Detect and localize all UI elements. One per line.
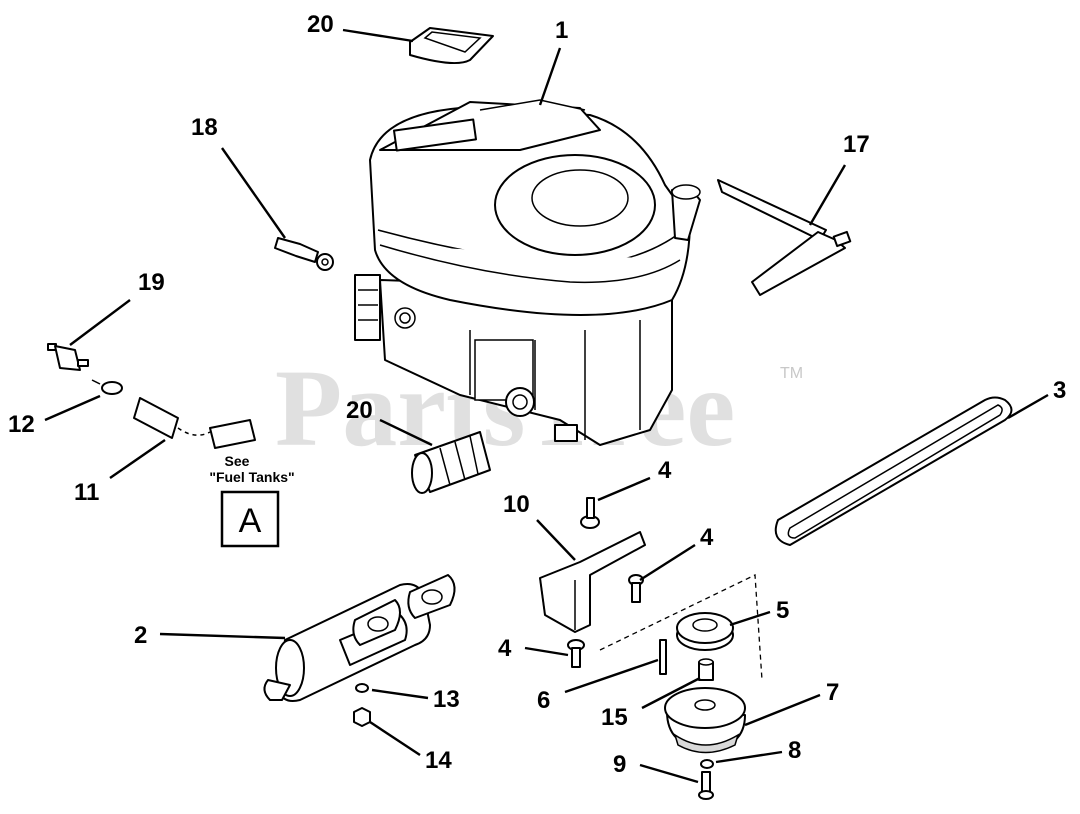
pulley-part[interactable] (676, 612, 734, 651)
callout-1-number[interactable]: 1 (555, 17, 568, 44)
callout-15-leader (641, 676, 701, 710)
callout-4a-leader (597, 476, 651, 502)
dipstick-tube-part[interactable] (717, 179, 852, 296)
reference-see-label: See (225, 453, 250, 469)
callout-7-number[interactable]: 7 (826, 679, 839, 706)
spark-plug-part[interactable] (274, 237, 334, 271)
reference-letter: A (239, 502, 262, 540)
callout-7-leader (744, 693, 821, 727)
callout-2-number[interactable]: 2 (134, 622, 147, 649)
screw-middle-part[interactable] (628, 574, 644, 603)
washer-part[interactable] (700, 759, 714, 769)
screw-lower-part[interactable] (567, 639, 585, 668)
callout-17-leader (221, 147, 286, 239)
watermark-tm: TM (780, 365, 803, 382)
callout-19-leader (379, 418, 433, 447)
callout-4c-number[interactable]: 4 (498, 635, 512, 662)
fuel-tanks-reference[interactable]: See "Fuel Tanks" A (209, 453, 295, 548)
oil-filter-part[interactable] (411, 431, 491, 494)
lock-washer-part[interactable] (355, 683, 369, 693)
callout-2-leader (159, 632, 286, 640)
hose-clamp-part[interactable] (91, 379, 123, 395)
callout-18-number[interactable]: 19 (138, 269, 165, 296)
callout-16-leader (808, 164, 847, 226)
muffler-part[interactable] (263, 574, 456, 702)
belt-part[interactable] (774, 396, 1013, 546)
engine-part[interactable] (354, 99, 701, 446)
callout-13-number[interactable]: 13 (433, 686, 460, 713)
fuel-hose-part[interactable] (133, 397, 256, 449)
reference-box (220, 490, 280, 548)
callout-1-leader (538, 47, 562, 106)
callout-5-number[interactable]: 5 (776, 597, 789, 624)
assembly-guide-lines (599, 573, 763, 681)
callout-4a-number[interactable]: 4 (658, 457, 672, 484)
callout-3-number[interactable]: 3 (1053, 377, 1066, 404)
callout-8-number[interactable]: 8 (788, 737, 801, 764)
callout-10-leader (536, 519, 576, 561)
callout-13-leader (371, 688, 429, 700)
callout-4b-leader (639, 543, 696, 582)
callout-20-number[interactable]: 20 (307, 11, 334, 38)
callout-12-leader (44, 394, 101, 422)
callout-6-leader (564, 658, 659, 694)
callout-5-leader (729, 610, 771, 627)
nut-part[interactable] (353, 707, 371, 727)
callout-4c-leader (524, 646, 569, 657)
callout-12-number[interactable]: 12 (8, 411, 35, 438)
bolt-part[interactable] (698, 771, 714, 800)
callout-17-number[interactable]: 18 (191, 114, 218, 141)
callout-9-number[interactable]: 9 (613, 751, 626, 778)
callout-15-number[interactable]: 15 (601, 704, 628, 731)
spacer-part[interactable] (698, 658, 714, 681)
callout-11-leader (109, 439, 166, 479)
callout-16-number[interactable]: 17 (843, 131, 870, 158)
callout-3-leader (1007, 393, 1049, 420)
pin-part[interactable] (659, 639, 667, 675)
callout-19-number[interactable]: 20 (346, 397, 373, 424)
filter-cover-part[interactable] (409, 27, 494, 65)
callout-8-leader (715, 750, 783, 764)
clutch-part[interactable] (664, 687, 746, 754)
screw-upper-part[interactable] (580, 497, 600, 529)
callout-4b-number[interactable]: 4 (700, 524, 714, 551)
callout-18-leader (69, 299, 131, 346)
callout-9-leader (639, 763, 699, 784)
callout-11-number[interactable]: 11 (74, 479, 99, 506)
callout-6-number[interactable]: 6 (537, 687, 550, 714)
callout-10-number[interactable]: 10 (503, 491, 530, 518)
reference-target-label: "Fuel Tanks" (209, 469, 294, 485)
fuel-filter-part[interactable] (47, 343, 89, 371)
callout-14-leader (369, 720, 421, 757)
callout-20-leader (342, 28, 414, 43)
callout-14-number[interactable]: 14 (425, 747, 452, 774)
bracket-part[interactable] (539, 531, 646, 633)
